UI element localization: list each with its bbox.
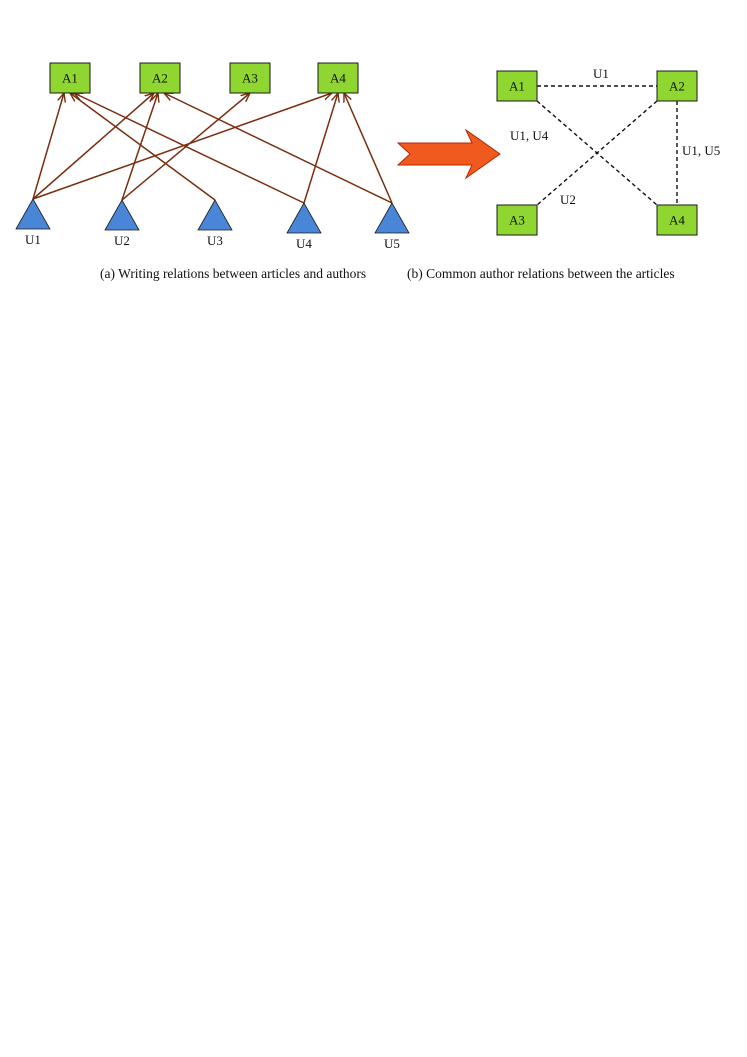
article-box	[139, 62, 181, 94]
edge-u5-a2	[164, 93, 393, 204]
caption-panel-b: (b) Common author relations between the …	[407, 266, 675, 281]
author-article-edges	[32, 93, 393, 204]
article-node-a4: A4	[656, 204, 698, 236]
edge-u3-a1	[70, 93, 216, 201]
diagram: U1 U2 U3 U4 U5 A1	[15, 62, 720, 251]
article-box	[317, 62, 359, 94]
author-node-u4: U4	[286, 202, 322, 251]
article-node-a1: A1	[49, 62, 91, 94]
author-label: U3	[207, 233, 223, 248]
article-label: A4	[669, 213, 685, 228]
dashed-edge-a2-a3	[536, 100, 658, 206]
article-label: A1	[509, 79, 525, 94]
transform-arrow-icon	[396, 128, 501, 180]
edge-u4-a4	[303, 93, 338, 204]
author-nodes: U1 U2 U3 U4 U5	[15, 198, 410, 251]
author-triangle	[104, 199, 140, 231]
article-box	[656, 70, 698, 102]
article-node-a1: A1	[496, 70, 538, 102]
author-triangle	[374, 202, 410, 234]
author-triangle	[286, 202, 322, 234]
article-label: A3	[509, 213, 525, 228]
article-node-a2: A2	[656, 70, 698, 102]
common-author-edges	[536, 85, 678, 206]
caption-panel-a: (a) Writing relations between articles a…	[100, 266, 367, 281]
edge-u1-a2	[32, 93, 154, 200]
article-label: A2	[669, 79, 685, 94]
article-box	[496, 70, 538, 102]
article-box	[229, 62, 271, 94]
edge-u4-a1	[74, 93, 305, 204]
article-label: A1	[62, 71, 78, 86]
article-node-a2: A2	[139, 62, 181, 94]
article-box	[656, 204, 698, 236]
article-label: A2	[152, 71, 168, 86]
edge-label-a2-a3: U2	[560, 192, 576, 207]
edge-labels: U1 U1, U4 U2 U1, U5	[510, 66, 720, 207]
edge-label-a2-a4: U1, U5	[682, 143, 720, 158]
article-box	[49, 62, 91, 94]
edge-label-a1-a2: U1	[593, 66, 609, 81]
author-label: U4	[296, 236, 312, 251]
author-node-u5: U5	[374, 202, 410, 251]
article-nodes: A1 A2 A3 A4	[49, 62, 359, 94]
article-node-a3: A3	[496, 204, 538, 236]
author-label: U2	[114, 233, 130, 248]
article-node-a4: A4	[317, 62, 359, 94]
panel-b-article-graph: U1 U1, U4 U2 U1, U5 A1 A2 A3 A4	[496, 66, 720, 236]
panel-a-bipartite-graph: U1 U2 U3 U4 U5 A1	[15, 62, 410, 251]
article-box	[496, 204, 538, 236]
article-node-a3: A3	[229, 62, 271, 94]
article-nodes: A1 A2 A3 A4	[496, 70, 698, 236]
author-label: U1	[25, 232, 41, 247]
edge-label-a1-a4: U1, U4	[510, 128, 549, 143]
edge-u2-a2	[121, 93, 158, 201]
author-node-u2: U2	[104, 199, 140, 248]
author-node-u3: U3	[197, 199, 233, 248]
article-label: A4	[330, 71, 346, 86]
article-label: A3	[242, 71, 258, 86]
edge-u1-a1	[32, 93, 64, 200]
author-node-u1: U1	[15, 198, 51, 247]
author-triangle	[15, 198, 51, 230]
edge-u1-a4	[32, 93, 332, 200]
author-triangle	[197, 199, 233, 231]
author-label: U5	[384, 236, 400, 251]
edge-u5-a4	[344, 93, 393, 204]
